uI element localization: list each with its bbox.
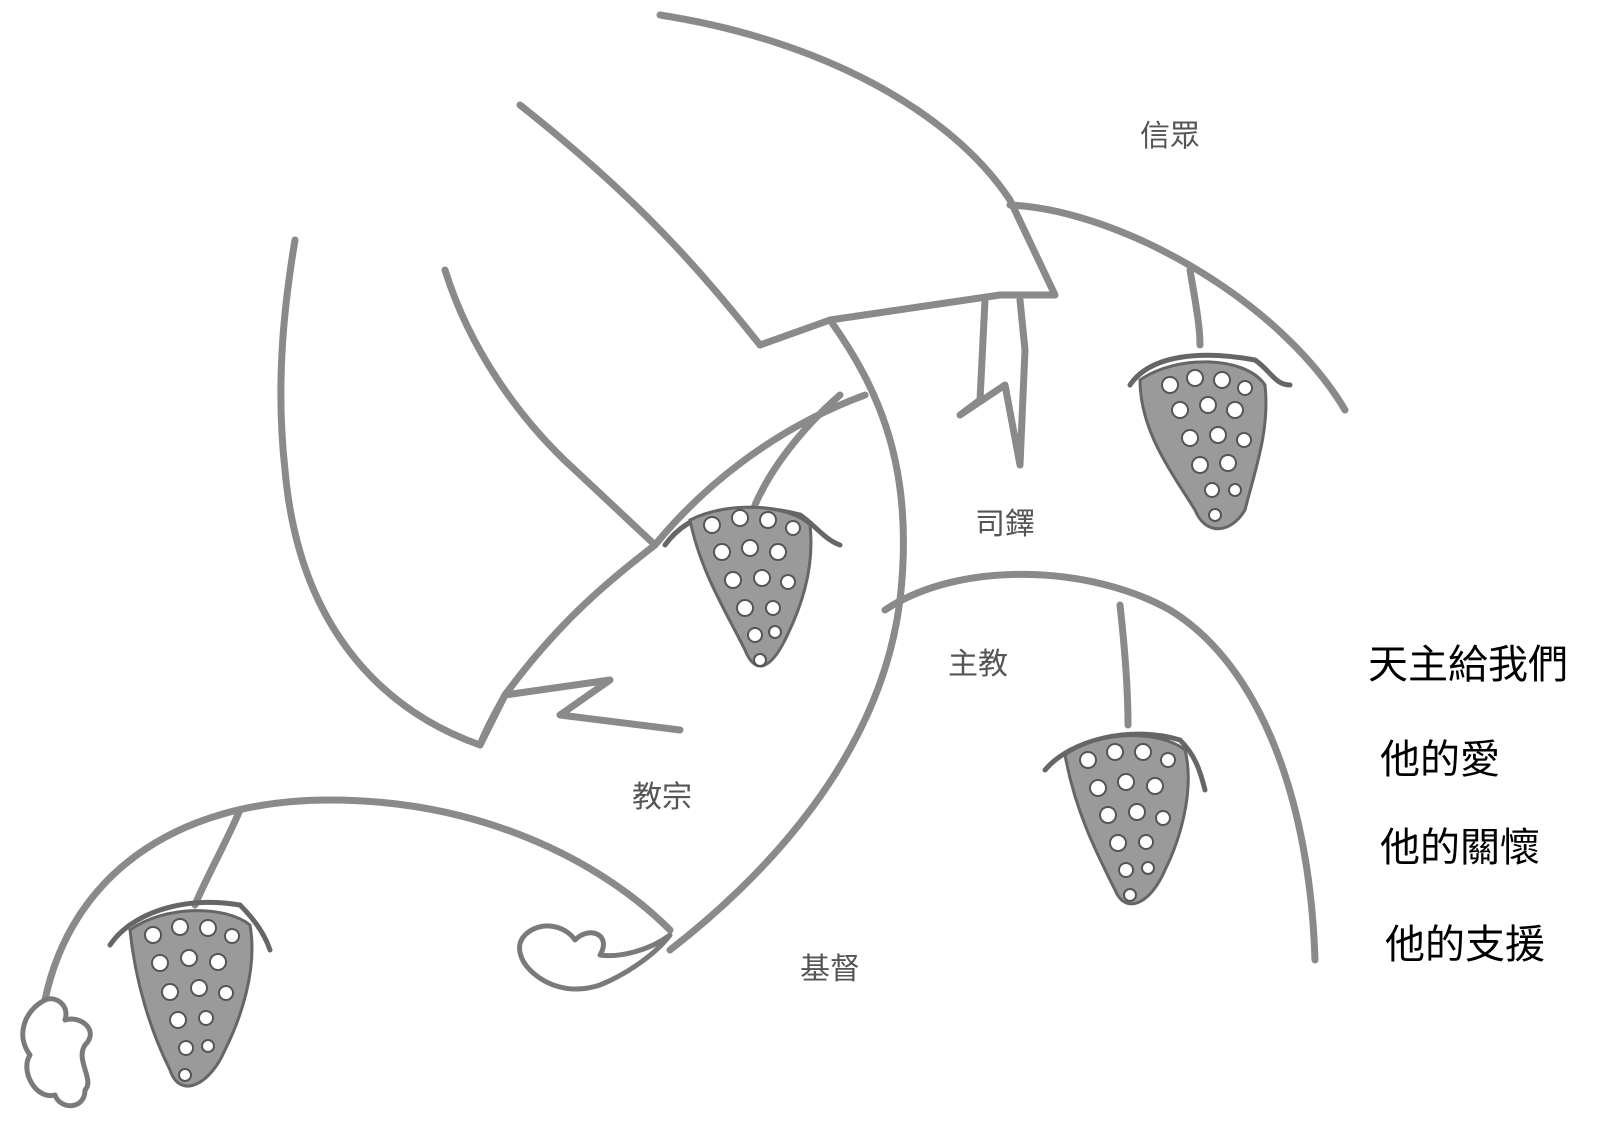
label-christ: 基督 bbox=[800, 952, 860, 987]
message-line-2: 他的愛 bbox=[1380, 737, 1500, 783]
vine-branch-christ bbox=[666, 316, 907, 954]
vine-arrow-priest-tail bbox=[956, 296, 1029, 469]
vine-branch-faithful bbox=[1006, 201, 1349, 414]
vine-arrow-bishop-outer bbox=[516, 101, 764, 349]
vine-arrow-pope bbox=[277, 236, 484, 749]
grape-stem-bishop bbox=[1116, 601, 1132, 729]
label-bishop: 主教 bbox=[948, 647, 1008, 682]
vine-branch-bishop bbox=[881, 570, 1319, 964]
vine-arrow-bishop-head bbox=[656, 11, 1059, 349]
grape-stem-pope bbox=[751, 391, 844, 509]
vine-arrow-bishop bbox=[651, 391, 869, 549]
message-line-4: 他的支援 bbox=[1385, 922, 1545, 968]
label-pope: 教宗 bbox=[632, 780, 692, 815]
grape-stem-faithful bbox=[1186, 266, 1204, 349]
vine-arrow-pope-inner bbox=[441, 266, 659, 699]
label-priest: 司鐸 bbox=[975, 507, 1035, 542]
grape-stem-christ bbox=[191, 806, 244, 909]
message-line-1: 天主給我們 bbox=[1368, 642, 1568, 688]
vine-branch-lower bbox=[41, 796, 674, 1004]
message-line-3: 他的關懷 bbox=[1380, 825, 1540, 871]
grape-cluster-faithful bbox=[1127, 352, 1293, 531]
vine-arrow-pope-edge bbox=[476, 691, 509, 749]
label-faithful: 信眾 bbox=[1140, 119, 1200, 154]
grape-cluster-pope bbox=[662, 505, 843, 668]
grape-cluster-bishop bbox=[1042, 731, 1208, 906]
leaf-lower-left bbox=[20, 996, 93, 1109]
leaf-christ bbox=[517, 923, 673, 992]
grape-cluster-christ bbox=[107, 899, 273, 1088]
